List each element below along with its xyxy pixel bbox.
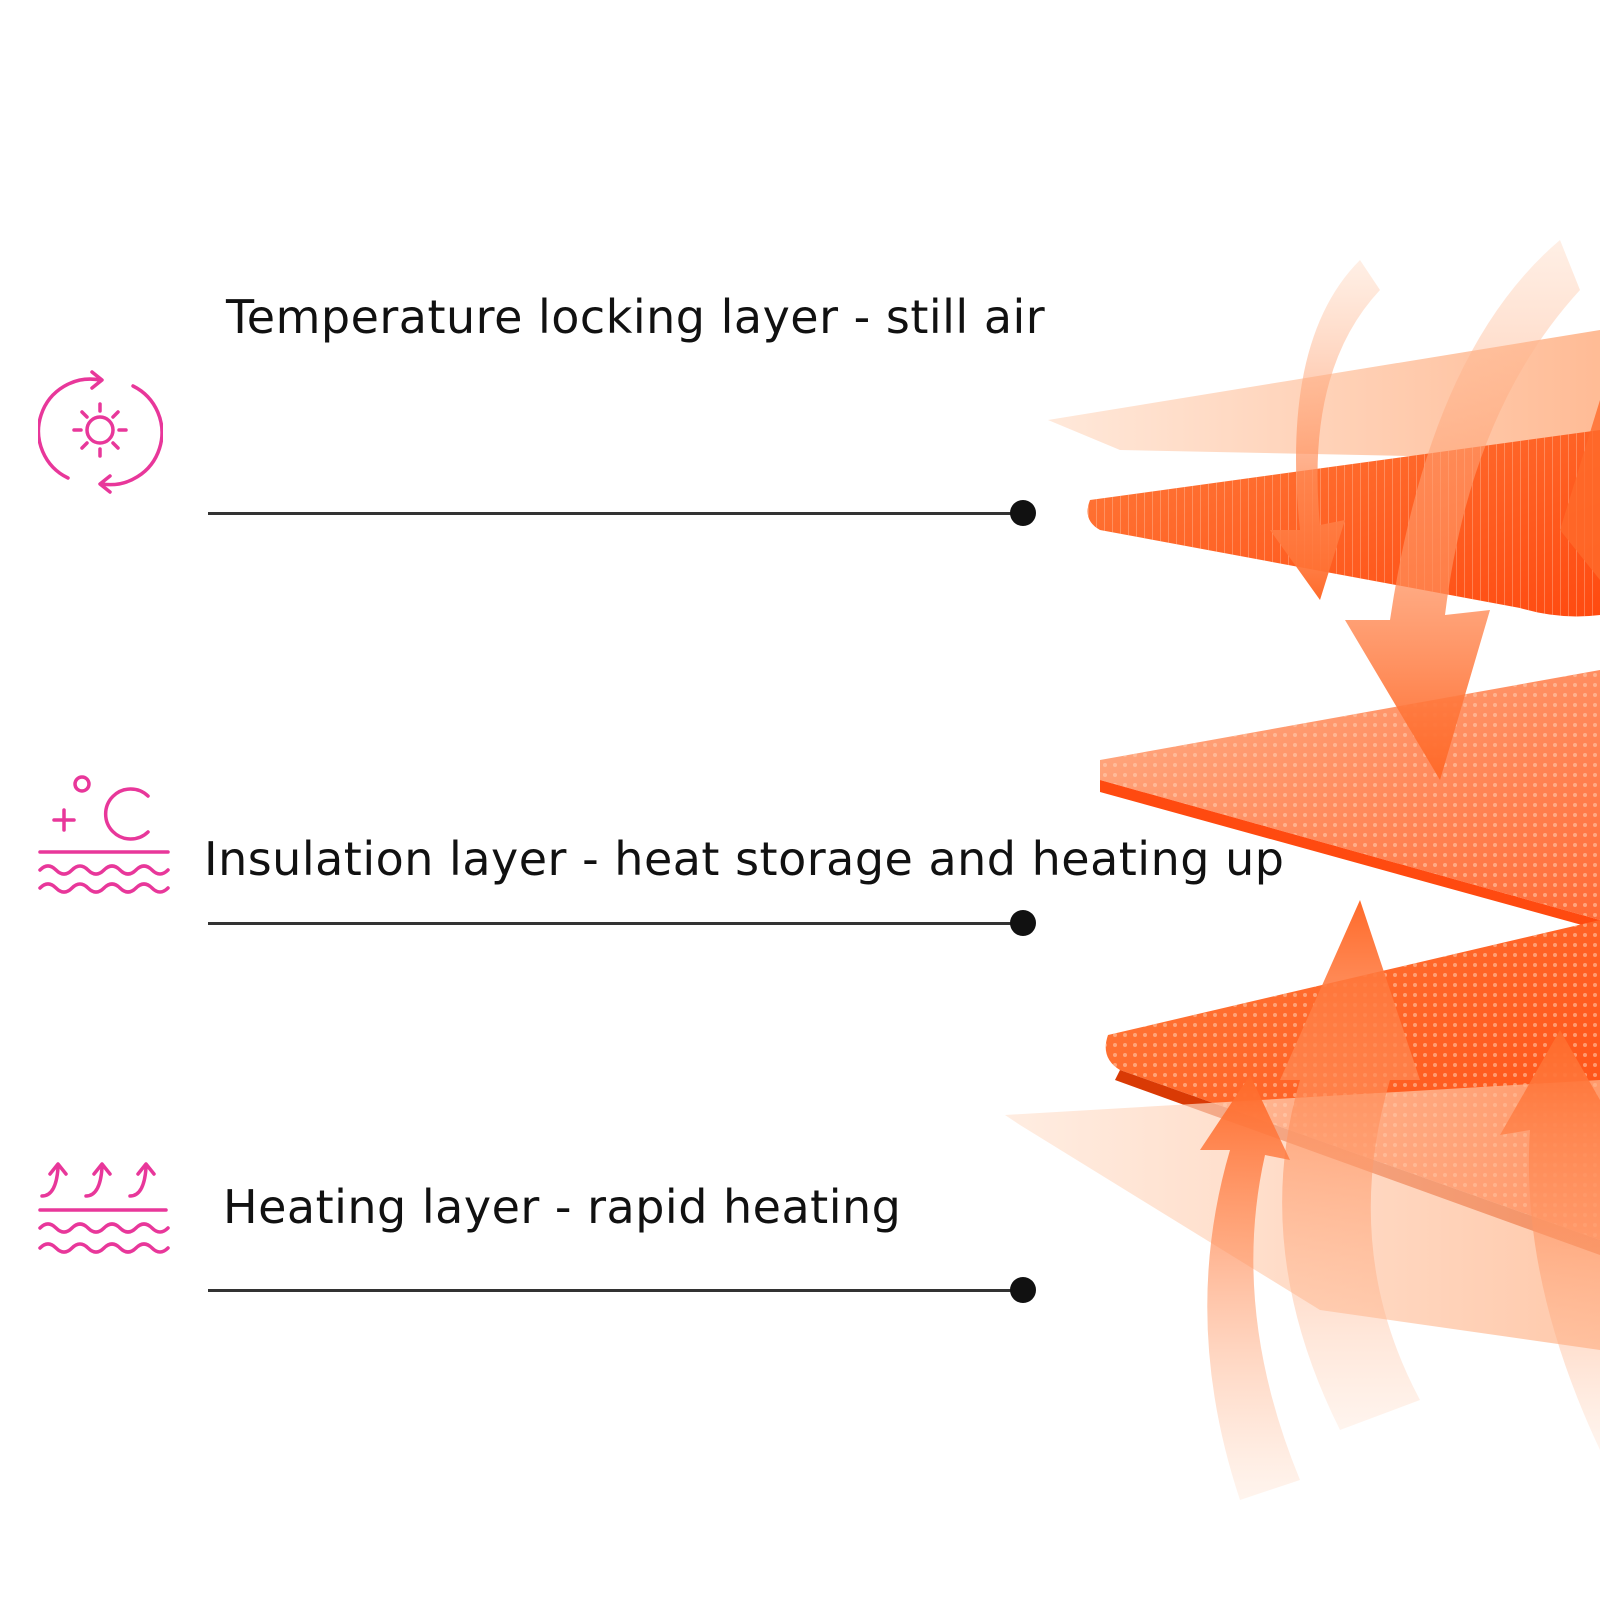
layered-material-illustration xyxy=(1005,240,1600,1500)
layer-label-temperature-locking: Temperature locking layer - still air xyxy=(226,290,1046,344)
heat-rising-waves-icon xyxy=(38,1162,170,1254)
temperature-celsius-waves-icon xyxy=(38,775,170,894)
leader-dot xyxy=(1010,910,1036,936)
leader-line-temperature-locking xyxy=(208,500,1036,526)
sun-cycle-icon xyxy=(38,370,163,494)
leader-dot xyxy=(1010,1277,1036,1303)
layer-label-heating: Heating layer - rapid heating xyxy=(223,1180,902,1234)
layer-label-insulation: Insulation layer - heat storage and heat… xyxy=(204,832,1285,886)
leader-dot xyxy=(1010,500,1036,526)
leader-line-heating xyxy=(208,1277,1036,1303)
leader-line-insulation xyxy=(208,910,1036,936)
